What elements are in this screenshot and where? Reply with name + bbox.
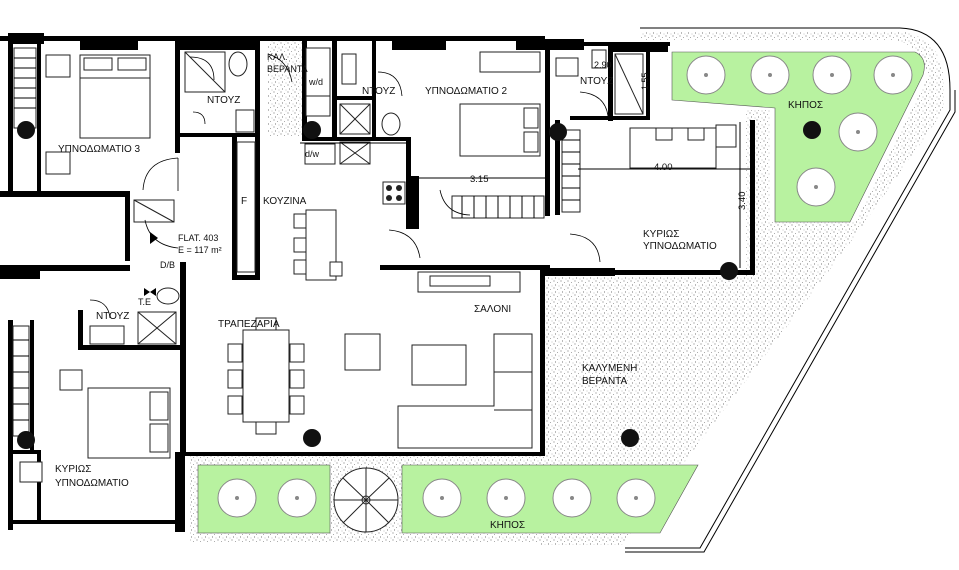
walls — [0, 33, 755, 532]
spiral-staircase — [333, 467, 399, 533]
room-label-living: ΣΑΛΟΝΙ — [474, 304, 511, 315]
room-label-garden-bottom: ΚΗΠΟΣ — [490, 520, 525, 531]
trees-bottom — [217, 478, 656, 518]
dim-wardrobe-a: 2.90 — [594, 60, 612, 70]
room-label-master-bottom-2: ΥΠΝΟΔΩΜΑΤΙΟ — [55, 478, 129, 489]
flat-name: FLAT. 403 — [178, 233, 218, 243]
mark-washer-dryer: w/d — [308, 77, 323, 87]
room-label-bedroom3: ΥΠΝΟΔΩΜΑΤΙΟ 3 — [58, 144, 141, 155]
wardrobes — [12, 47, 581, 437]
room-label-master-bottom-1: ΚΥΡΙΩΣ — [55, 464, 91, 475]
terrace-railing — [625, 27, 951, 549]
room-label-shower-2: ΝΤΟΥΖ — [362, 86, 395, 97]
electric-panel-icon — [144, 288, 156, 296]
room-label-small-veranda-2: ΒΕΡΑΝΤΑ — [267, 64, 308, 74]
dim-master-depth: 3.40 — [737, 192, 748, 211]
garden-right — [671, 51, 925, 223]
mark-distribution-board: D/B — [160, 260, 175, 270]
room-label-kitchen: ΚΟΥΖΙΝΑ — [263, 196, 307, 207]
furniture — [19, 47, 737, 483]
trees-right — [686, 55, 913, 207]
room-label-shower-1: ΝΤΟΥΖ — [207, 95, 240, 106]
dim-bedroom2-width: 3.15 — [470, 174, 489, 185]
mark-fridge: F — [241, 196, 247, 207]
room-label-shower-4: ΝΤΟΥΖ — [96, 311, 129, 322]
mark-dishwasher: d/w — [305, 149, 320, 159]
dim-wardrobe-b: 1.55 — [640, 72, 650, 90]
room-label-garden-right: ΚΗΠΟΣ — [788, 100, 823, 111]
garden-bottom-right — [401, 464, 699, 534]
room-label-bedroom2: ΥΠΝΟΔΩΜΑΤΙΟ 2 — [425, 86, 508, 97]
terrace-railing-inner — [625, 90, 956, 553]
room-label-master-top-2: ΥΠΝΟΔΩΜΑΤΙΟ — [643, 241, 717, 252]
partitions — [300, 122, 750, 268]
room-label-shower-3: ΝΤΟΥΖ — [580, 76, 613, 87]
columns — [17, 121, 821, 449]
mark-electric-panel: T.E — [138, 297, 151, 307]
terrace-paving-right — [540, 32, 945, 545]
room-label-covered-veranda-2: ΒΕΡΑΝΤΑ — [582, 376, 628, 387]
room-label-covered-veranda-1: ΚΑΛΥΜΕΝΗ — [582, 363, 637, 374]
room-label-small-veranda-1: ΚΑΛ. — [267, 52, 288, 62]
doors — [89, 53, 609, 319]
room-label-master-top-1: ΚΥΡΙΩΣ — [643, 229, 679, 240]
entry-arrow-icon — [150, 232, 158, 244]
flat-area: E = 117 m² — [178, 245, 222, 255]
room-label-dining: ΤΡΑΠΕΖΑΡΙΑ — [218, 319, 280, 330]
dim-master-width: 4.00 — [654, 162, 673, 173]
